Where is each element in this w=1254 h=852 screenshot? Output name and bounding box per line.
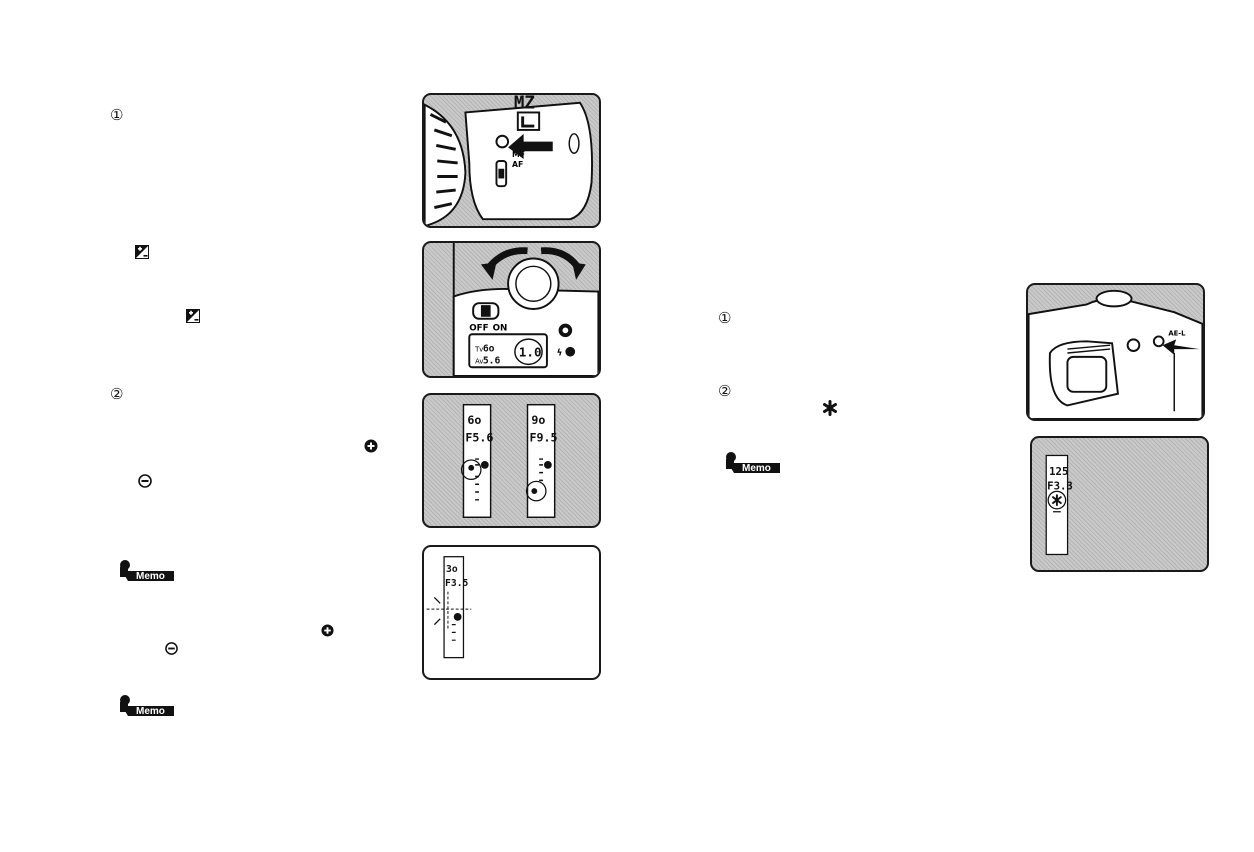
memo-label: Memo: [742, 463, 771, 474]
vf-left-aperture: F5.6: [465, 431, 493, 445]
minus-circle-icon: [138, 473, 152, 488]
step-2-marker: ②: [718, 382, 732, 400]
svg-text:Tv: Tv: [474, 346, 483, 354]
exposure-compensation-icon: [135, 244, 149, 259]
lcd-tv-value: 6o: [483, 344, 495, 355]
vf-right-shutter: 9o: [531, 413, 545, 427]
step-1-marker: ①: [718, 309, 732, 327]
minus-circle-icon: [165, 640, 178, 655]
figure-viewfinder-ael: 125 F3.3: [1030, 436, 1209, 572]
switch-off-label: OFF: [469, 323, 488, 333]
exposure-compensation-icon: [186, 308, 200, 323]
memo-badge: Memo: [720, 449, 782, 475]
switch-label-af: AF: [512, 160, 523, 169]
figure-viewfinder-pair: 6o F5.6 9o F9.5: [422, 393, 601, 528]
svg-text:Av: Av: [475, 357, 483, 365]
step-2-marker: ②: [110, 385, 124, 403]
lcd-comp-value: 1.0: [519, 345, 542, 360]
switch-on-label: ON: [493, 323, 508, 333]
memo-label: Memo: [136, 706, 165, 717]
memo-badge: Memo: [114, 557, 176, 583]
ae-lock-asterisk-icon: [822, 400, 838, 416]
lcd-av-value: 5.6: [483, 355, 501, 366]
brand-mark: MZ: [514, 95, 535, 114]
plus-circle-icon: [321, 622, 334, 637]
step-1-marker: ①: [110, 106, 124, 124]
vf-left-shutter: 6o: [467, 413, 481, 427]
figure-camera-back: AE-L: [1026, 283, 1205, 421]
memo-badge: Memo: [114, 692, 176, 718]
figure-viewfinder-blink: 3o F3.5: [422, 545, 601, 680]
vf-ael-aperture: F3.3: [1047, 479, 1073, 492]
arrow-icon: [508, 133, 553, 160]
vf-right-aperture: F9.5: [529, 431, 557, 445]
svg-text:ϟ: ϟ: [557, 349, 563, 359]
memo-label: Memo: [136, 571, 165, 582]
ae-l-label: AE-L: [1168, 329, 1186, 337]
figure-camera-front: MZ MF AF: [422, 93, 601, 228]
plus-circle-icon: [364, 438, 378, 453]
vf-blink-aperture: F3.5: [445, 578, 468, 589]
figure-camera-top: OFF ON Tv 6o Av 5.6 1.0 ϟ: [422, 241, 601, 378]
vf-blink-shutter: 3o: [446, 564, 458, 575]
vf-ael-shutter: 125: [1049, 465, 1068, 478]
